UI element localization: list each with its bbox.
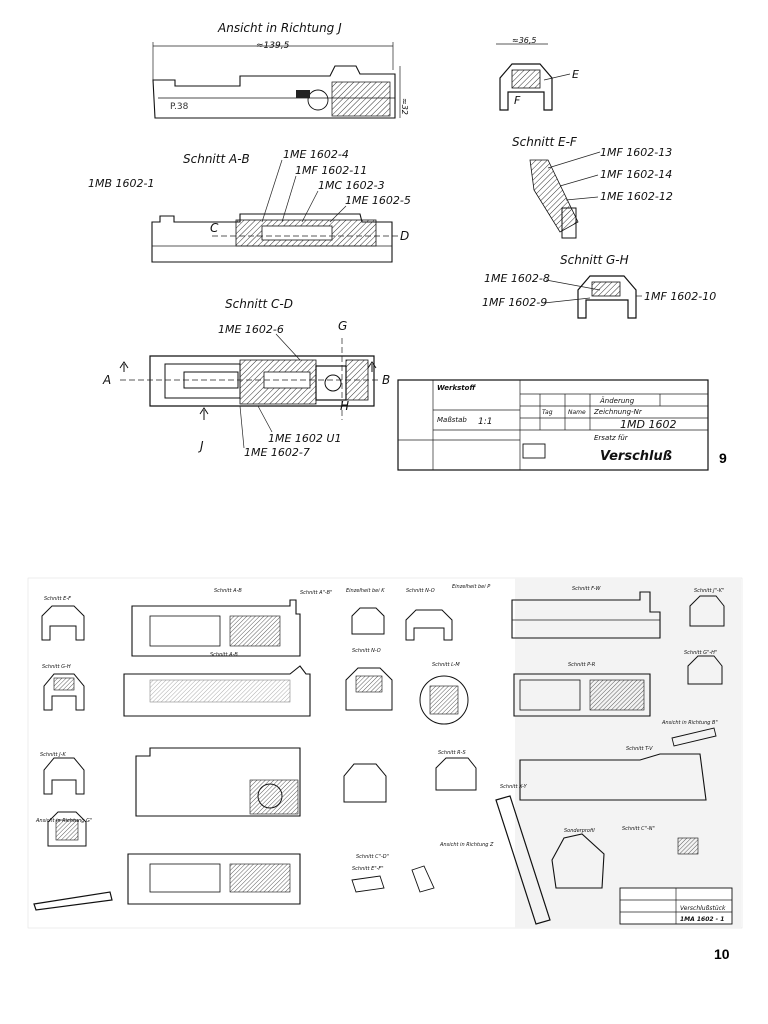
view-title-10-15: Schnitt T-V (626, 746, 653, 752)
part-number-ef-1: 1MF 1602-13 (600, 146, 672, 159)
title-block-ersatz: Ersatz für (594, 434, 629, 442)
view-title-10-11: Schnitt L-M (432, 662, 460, 668)
view-title-10-9: Schnitt A-B (210, 652, 238, 658)
view-title-10-12: Schnitt P-R (568, 662, 595, 668)
section-letter-e: E (572, 68, 579, 81)
part-number-ab-5: 1MB 1602-1 (88, 177, 155, 190)
drawing-sheet-10: Verschlußstück 1MA 1602 - 1 Schnitt E-F … (0, 570, 768, 940)
title-block-massstab-value: 1:1 (478, 417, 492, 427)
view-title-10-14: Ansicht in Richtung B" (661, 720, 718, 726)
part-number-gh-2: 1MF 1602-9 (482, 296, 547, 309)
left-column-views (33, 605, 113, 911)
section-letter-g: G (338, 319, 347, 333)
title-block-sheet-10: Verschlußstück 1MA 1602 - 1 (619, 887, 733, 925)
section-letter-h: H (340, 399, 349, 413)
dimension-width: ≈36,5 (512, 36, 537, 45)
part-number-ab-3: 1MC 1602-3 (318, 179, 385, 192)
part-number-ef-3: 1ME 1602-12 (600, 190, 673, 203)
view-title-schnitt-gh: Schnitt G-H (560, 253, 629, 267)
view-title-schnitt-cd: Schnitt C-D (225, 297, 293, 311)
view-title-10-19: Ansicht in Richtung G" (35, 818, 92, 824)
title-block-name-label: Name (568, 409, 586, 416)
section-ab-drawing (151, 159, 400, 263)
section-letter-d: D (400, 229, 409, 243)
section-letter-c: C (210, 221, 219, 235)
view-title-10-6: Schnitt F-W (572, 586, 601, 592)
title-block-werkstoff: Werkstoff (437, 384, 476, 392)
part-number-ab-1: 1ME 1602-4 (283, 148, 349, 161)
part-number-gh-3: 1MF 1602-10 (644, 290, 716, 303)
middle-section-views (343, 607, 551, 925)
part-number-ab-4: 1ME 1602-5 (345, 194, 411, 207)
drawing-sheet-9: Ansicht in Richtung J ≈139,5 ≈32 P.38 ≈3… (0, 0, 768, 480)
section-letter-a: A (102, 373, 111, 387)
title-block-name-10: 1MA 1602 - 1 (680, 916, 724, 923)
end-view-ef: ≈36,5 E F (496, 36, 579, 111)
right-column-views (511, 591, 725, 889)
view-title-10-10: Schnitt N-O (352, 648, 381, 654)
title-block-massstab-label: Maßstab (437, 416, 467, 424)
view-title-10-2: Schnitt A"-B" (300, 590, 332, 596)
title-block-zeichnung-value: 1MD 1602 (620, 418, 676, 431)
section-cd-drawing (119, 333, 378, 449)
view-title-10-20: Schnitt C"-D" (356, 854, 389, 860)
part-number-gh-1: 1ME 1602-8 (484, 272, 550, 285)
title-block-aenderung: Änderung (599, 396, 635, 405)
title-block-number: Verschlußstück (680, 905, 726, 912)
view-title-10-21: Schnitt C"-N" (622, 826, 655, 832)
part-number-cd-3: 1ME 1602-7 (244, 446, 310, 459)
view-title-10-18: Schnitt X-Y (500, 784, 528, 790)
view-title-10-1: Schnitt A-B (214, 588, 242, 594)
view-title-10-16: Schnitt J-K (40, 752, 66, 758)
view-title-10-7: Schnitt J"-K" (694, 588, 724, 594)
page-number-9: 9 (719, 450, 727, 466)
technical-drawing-verschlussstueck: Verschlußstück 1MA 1602 - 1 Schnitt E-F … (27, 577, 743, 929)
section-gh-drawing (543, 275, 642, 319)
dimension-length: ≈139,5 (256, 41, 290, 51)
part-side-view: ≈139,5 ≈32 P.38 (152, 41, 409, 119)
section-letter-j: J (198, 439, 204, 453)
view-title-10-3: Einzelheit bei K (346, 588, 385, 594)
section-letter-f: F (514, 94, 521, 107)
view-title-schnitt-ab: Schnitt A-B (183, 152, 250, 166)
title-block-zeichnung-label: Zeichnung-Nr (593, 408, 643, 416)
part-number-ab-2: 1MF 1602-11 (295, 164, 367, 177)
view-title-10-0: Schnitt E-F (44, 596, 71, 602)
part-number-cd-1: 1ME 1602-6 (218, 323, 284, 336)
view-title-10-23: Schnitt E"-F" (352, 866, 384, 872)
title-block: Werkstoff Maßstab 1:1 Änderung Tag Name … (397, 379, 709, 471)
view-title-schnitt-ef: Schnitt E-F (512, 135, 578, 149)
part-number-cd-2: 1ME 1602 U1 (268, 432, 341, 445)
view-title-ansicht-j: Ansicht in Richtung J (217, 21, 342, 35)
central-long-views (123, 599, 311, 905)
engraving-text: P.38 (170, 102, 189, 112)
section-ef-drawing (529, 151, 601, 239)
title-block-name: Verschluß (600, 449, 672, 464)
section-letter-b: B (382, 373, 390, 387)
dimension-height: ≈32 (400, 98, 409, 115)
page-number-10: 10 (714, 946, 730, 962)
view-title-10-5: Einzelheit bei P (452, 584, 490, 590)
view-title-10-24: Sonderprofil (564, 828, 595, 834)
title-block-tag: Tag (542, 409, 553, 416)
sheet10-view-titles: Schnitt E-F Schnitt A-B Schnitt A"-B" Ei… (35, 584, 724, 872)
view-title-10-8: Schnitt G-H (42, 664, 71, 670)
technical-drawing-verschluss: Ansicht in Richtung J ≈139,5 ≈32 P.38 ≈3… (88, 21, 716, 471)
view-title-10-13: Schnitt G"-H" (684, 650, 717, 656)
view-title-10-22: Ansicht in Richtung Z (439, 842, 494, 848)
view-title-10-17: Schnitt R-S (438, 750, 466, 756)
view-title-10-4: Schnitt N-O (406, 588, 435, 594)
part-number-ef-2: 1MF 1602-14 (600, 168, 672, 181)
